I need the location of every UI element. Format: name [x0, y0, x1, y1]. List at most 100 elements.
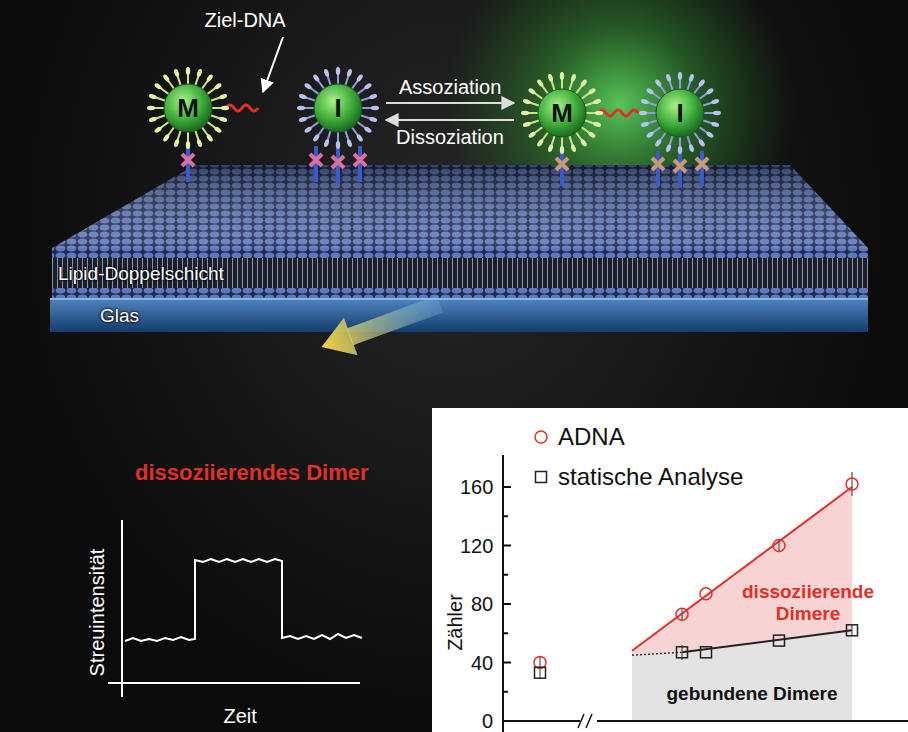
- ligand-tip: [371, 106, 379, 110]
- ligand-tip: [587, 131, 596, 139]
- target-dna: [598, 110, 638, 116]
- ligand-tip: [312, 133, 320, 142]
- adna-points: [534, 478, 858, 668]
- ligand-tip: [148, 116, 157, 123]
- particle-core: [164, 84, 212, 132]
- data-point: [846, 478, 858, 490]
- ligand-strand: [336, 130, 340, 149]
- axis-ticks: [503, 487, 511, 721]
- ligand-tip: [346, 68, 353, 77]
- ligand-tip: [688, 144, 695, 153]
- ligand-tip: [206, 74, 214, 83]
- region-label: gebundene Dimere: [667, 683, 838, 705]
- ligand-tip: [298, 116, 307, 123]
- leader-arrow: [263, 37, 283, 92]
- particle-circle: M: [146, 66, 230, 150]
- ligand-tip: [196, 139, 203, 148]
- ligand-strand: [147, 106, 166, 110]
- linker-cross: [556, 158, 568, 170]
- ligand-tip: [639, 111, 647, 115]
- ligand-tip: [528, 131, 537, 139]
- ligand-tip: [665, 144, 672, 153]
- bound-region: [632, 630, 852, 721]
- stalk: [678, 153, 682, 188]
- particle-circle: M: [520, 71, 604, 155]
- linker-cross: [652, 158, 664, 170]
- tick-label: 160: [460, 477, 493, 497]
- ligand-tip: [356, 74, 364, 83]
- ligand-strand: [297, 106, 316, 110]
- ligand-tip: [547, 73, 554, 82]
- data-point: [774, 635, 785, 646]
- ligand-tip: [646, 131, 655, 139]
- ligand-tip: [522, 121, 531, 128]
- stalk: [700, 151, 704, 186]
- ligand-tip: [547, 144, 554, 153]
- stalk: [656, 151, 660, 186]
- ligand-tip: [221, 106, 229, 110]
- glass-edge: [50, 298, 868, 300]
- ligand-strand: [678, 72, 682, 91]
- error-bars: [540, 472, 852, 679]
- ligand-tip: [593, 121, 602, 128]
- y-axis: [502, 455, 504, 732]
- edge-label: Assoziation: [399, 76, 501, 99]
- linker-cross: [674, 160, 686, 172]
- ligand-tip: [654, 138, 662, 147]
- intensity-trace: [125, 559, 362, 641]
- ligand-tip: [147, 106, 155, 110]
- ligand-tip: [369, 116, 378, 123]
- ligand-strand: [336, 67, 340, 86]
- ligand-tip: [570, 73, 577, 82]
- tick-label: 80: [471, 594, 493, 614]
- ligand-tip: [323, 139, 330, 148]
- ligand-tip: [186, 141, 190, 149]
- ligand-tip: [654, 79, 662, 88]
- ligand-tip: [162, 133, 170, 142]
- glass-slab: [50, 298, 868, 332]
- ligand-tip: [678, 72, 682, 80]
- ligand-tip: [304, 82, 313, 90]
- ligand-tip: [521, 111, 529, 115]
- ligand-tip: [713, 111, 721, 115]
- ligand-tip: [698, 138, 706, 147]
- x-axis: [503, 720, 908, 722]
- particle-letter: M: [177, 93, 199, 124]
- ligand-tip: [528, 87, 537, 95]
- ligand-tip: [536, 79, 544, 88]
- ligand-tip: [665, 73, 672, 82]
- ligand-tip: [186, 67, 190, 75]
- legend-marker: [532, 428, 550, 446]
- layer-label: Glas: [100, 305, 139, 327]
- axis-title: Zähler: [443, 594, 466, 651]
- particle-circle: I: [638, 71, 722, 155]
- edge-label: Dissoziation: [396, 126, 504, 149]
- light-arrow-shaft: [347, 296, 443, 346]
- ligand-strand: [702, 111, 721, 115]
- ligand-tip: [298, 93, 307, 100]
- membrane-surface: [52, 165, 868, 248]
- ligand-tip: [206, 133, 214, 142]
- particle-core: [656, 89, 704, 137]
- ligand-tip: [560, 146, 564, 154]
- linker-cross: [182, 154, 194, 166]
- ligand-tip: [711, 121, 720, 128]
- chart-panel: [432, 408, 908, 732]
- ligand-strand: [639, 111, 658, 115]
- ligand-tip: [560, 72, 564, 80]
- particle-letter: I: [334, 93, 341, 124]
- bilayer-top-heads: [52, 248, 868, 258]
- ligand-tip: [698, 79, 706, 88]
- target-dna: [226, 105, 258, 111]
- fit-line: [632, 652, 682, 655]
- ligand-tip: [536, 138, 544, 147]
- ligand-strand: [560, 72, 564, 91]
- ligand-strand: [678, 135, 682, 154]
- legend-circle: [535, 431, 547, 443]
- ligand-strand: [360, 106, 379, 110]
- ligand-tip: [688, 73, 695, 82]
- ligand-tip: [213, 82, 222, 90]
- ligand-tip: [363, 82, 372, 90]
- ligand-tip: [646, 87, 655, 95]
